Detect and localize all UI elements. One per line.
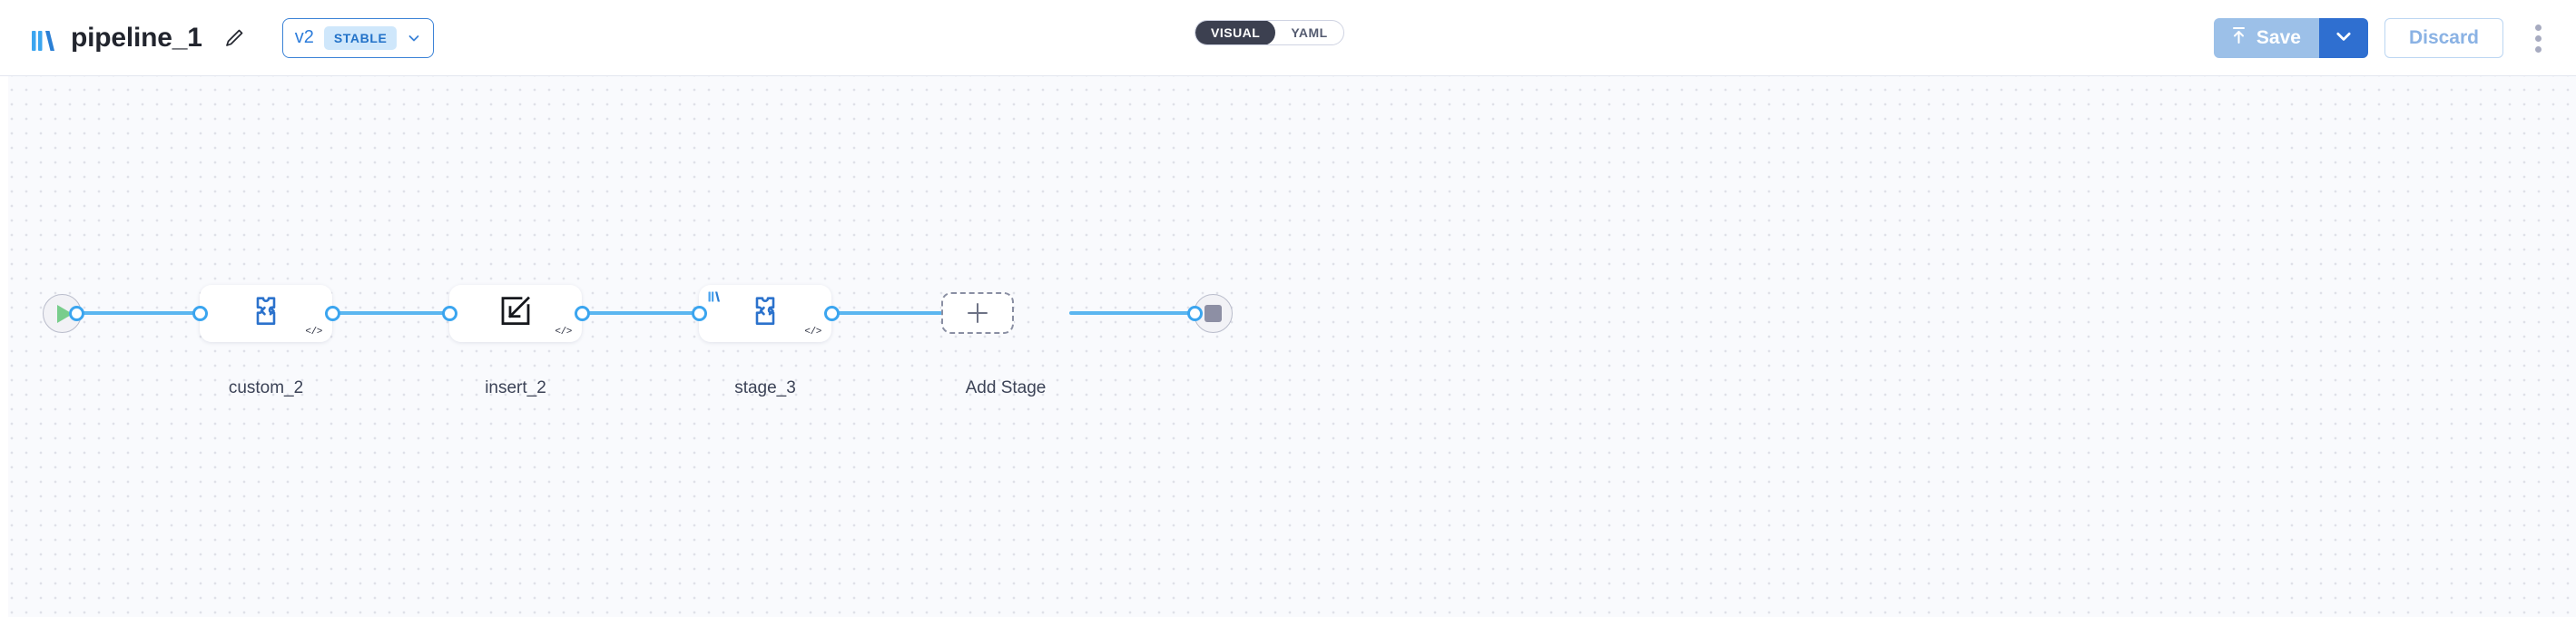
add-stage-label: Add Stage: [965, 378, 1047, 397]
save-button[interactable]: Save: [2213, 18, 2319, 58]
code-badge: </>: [555, 327, 572, 338]
edge-insert2-to-stage3: [581, 311, 715, 315]
save-button-label: Save: [2256, 27, 2301, 48]
stage-node-custom_2[interactable]: </>: [200, 285, 332, 342]
version-label: v2: [294, 27, 314, 47]
discard-button[interactable]: Discard: [2384, 18, 2503, 58]
port-stage_3-output[interactable]: [824, 306, 840, 321]
view-mode-toggle[interactable]: VISUAL YAML: [1195, 20, 1344, 45]
header-left-cluster: pipeline_1 v2 STABLE: [0, 17, 435, 58]
upload-arrow-icon: [2230, 25, 2247, 51]
play-icon: [56, 304, 73, 323]
chevron-down-icon: [2334, 26, 2354, 51]
code-badge: </>: [305, 327, 322, 338]
stage-label-custom_2: custom_2: [228, 378, 304, 397]
insert-into-icon: [497, 293, 534, 332]
header-right-cluster: Save Discard: [2213, 0, 2560, 76]
canvas-left-gutter: [0, 76, 8, 617]
tab-visual[interactable]: VISUAL: [1195, 21, 1276, 44]
discard-button-label: Discard: [2408, 27, 2479, 48]
port-end-input[interactable]: [1187, 306, 1203, 321]
stop-icon: [1204, 305, 1222, 322]
chevron-down-icon: [407, 31, 421, 45]
save-button-group: Save: [2213, 18, 2368, 58]
pipeline-end-node[interactable]: [1194, 294, 1233, 333]
port-custom_2-input[interactable]: [192, 306, 208, 321]
save-options-dropdown[interactable]: [2318, 18, 2368, 58]
pipeline-bars-logo-icon: [31, 24, 58, 52]
edge-stage3-to-addstage: [817, 311, 942, 315]
edge-start-to-custom2: [71, 311, 209, 315]
pipeline-canvas[interactable]: </> custom_2 </> insert_2: [0, 76, 2576, 617]
app-header: pipeline_1 v2 STABLE VISUAL YAML: [0, 0, 2576, 76]
pipeline-bars-logo-icon: [708, 290, 722, 307]
stage-label-stage_3: stage_3: [734, 378, 796, 397]
add-stage-button[interactable]: [941, 292, 1014, 334]
tab-yaml[interactable]: YAML: [1291, 25, 1328, 40]
stage-label-insert_2: insert_2: [485, 378, 546, 397]
edge-addstage-to-end: [1069, 311, 1196, 315]
code-badge: </>: [804, 327, 821, 338]
kebab-dot: [2534, 24, 2542, 31]
puzzle-code-icon: [748, 294, 782, 331]
port-insert_2-output[interactable]: [575, 306, 590, 321]
status-badge: STABLE: [323, 25, 398, 50]
port-insert_2-input[interactable]: [442, 306, 457, 321]
plus-icon: [968, 303, 988, 323]
port-custom_2-output[interactable]: [325, 306, 340, 321]
kebab-menu-icon[interactable]: [2516, 16, 2560, 60]
version-selector[interactable]: v2 STABLE: [281, 17, 435, 58]
edge-custom2-to-insert2: [325, 311, 463, 315]
stage-node-stage_3[interactable]: </>: [699, 285, 831, 342]
puzzle-code-icon: [249, 294, 283, 331]
port-stage_3-input[interactable]: [692, 306, 707, 321]
stage-node-insert_2[interactable]: </>: [449, 285, 582, 342]
port-start-output[interactable]: [69, 306, 84, 321]
pencil-icon[interactable]: [219, 23, 250, 54]
page-title: pipeline_1: [71, 22, 202, 53]
kebab-dot: [2534, 34, 2542, 42]
kebab-dot: [2534, 45, 2542, 53]
